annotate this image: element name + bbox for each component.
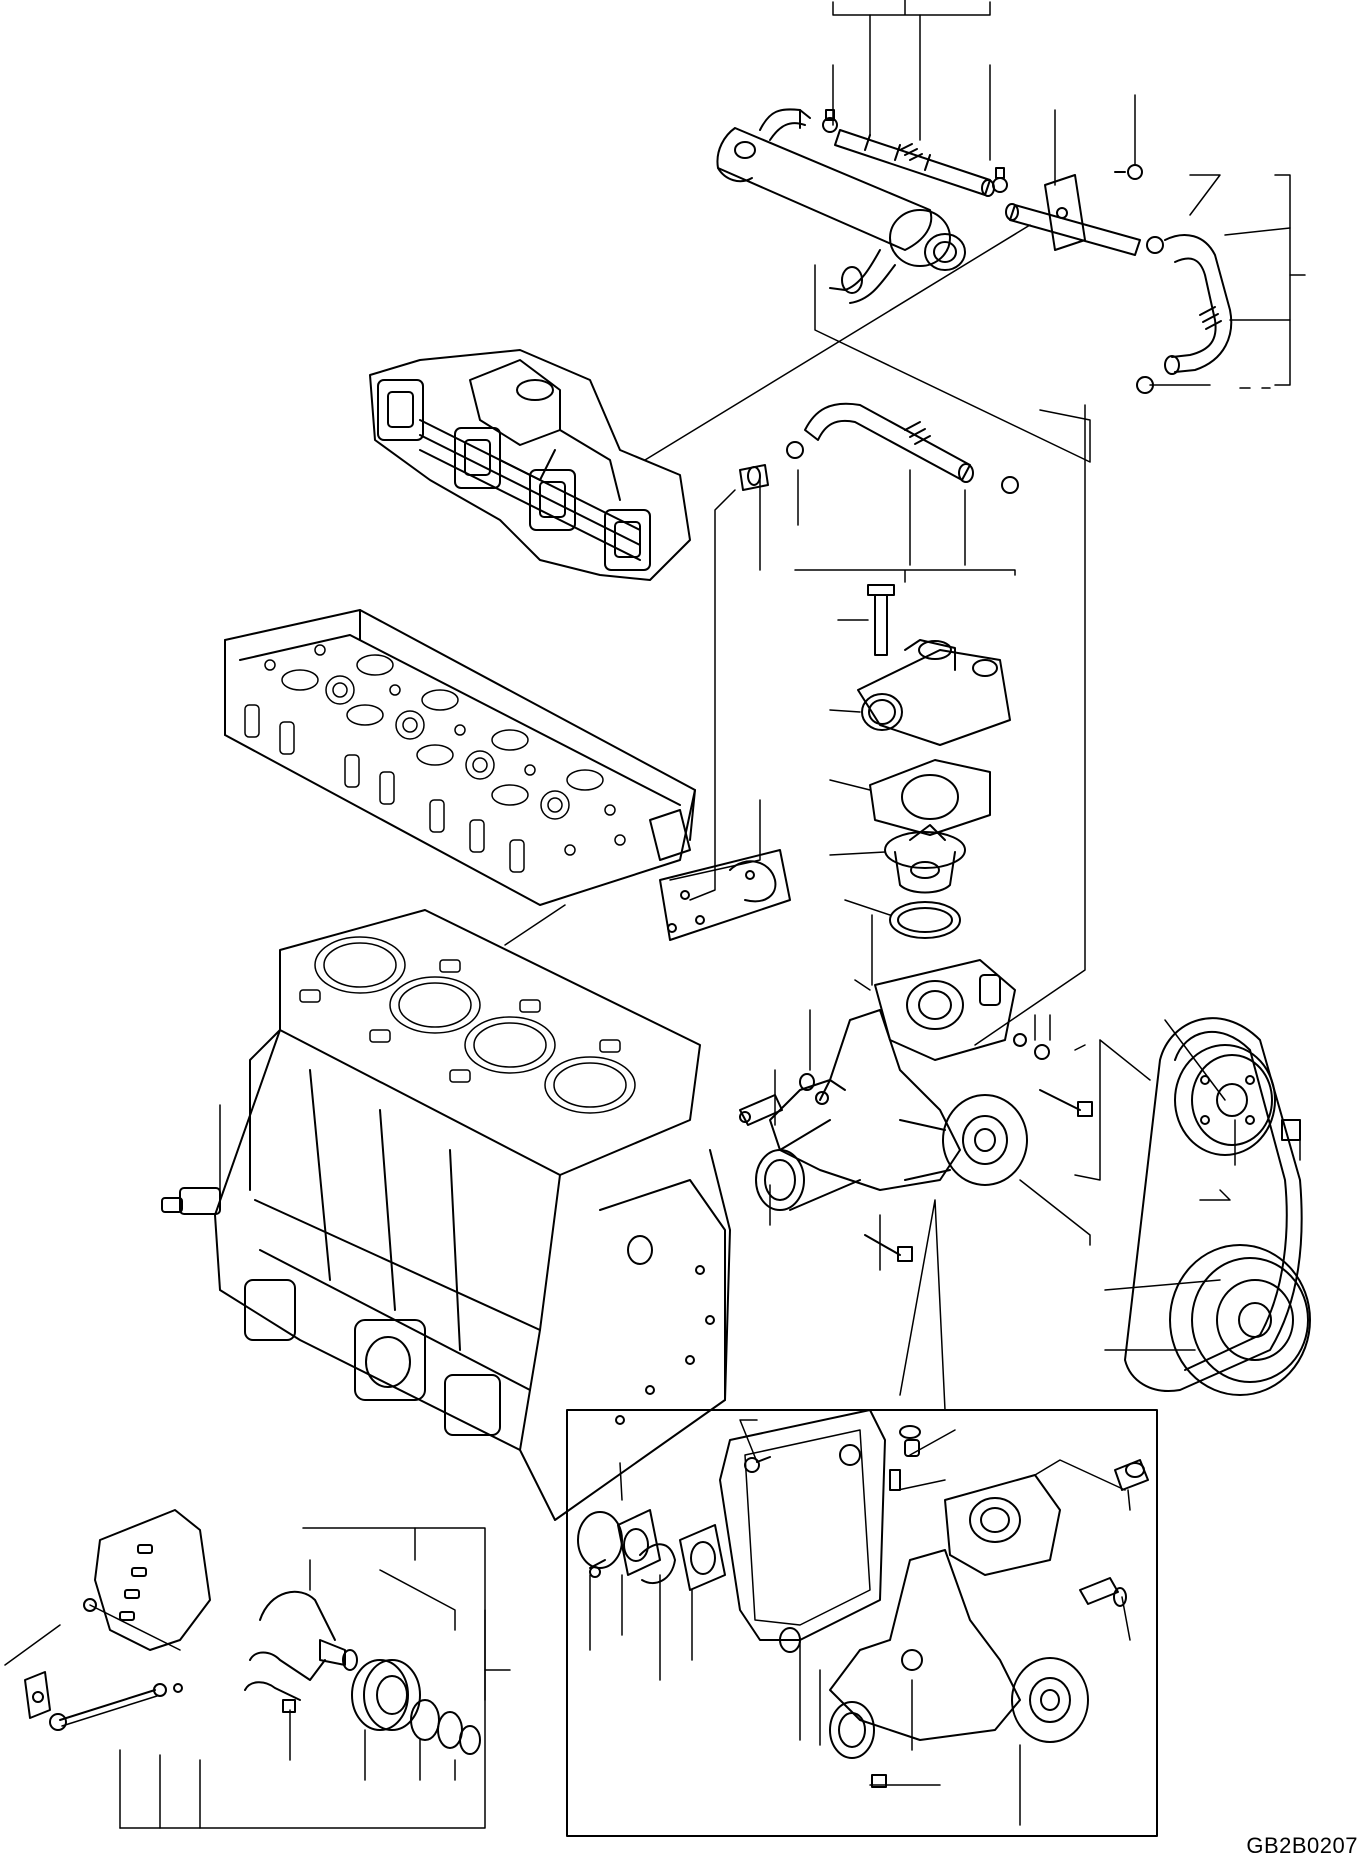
cylinder-head [224,609,696,906]
egr-pipe-hose [834,129,995,197]
temperature-sensor [739,1073,815,1126]
head-gasket [659,849,791,941]
intake-manifold [369,349,691,581]
thermostat [884,824,966,894]
thermostat-cover [857,584,1011,746]
water-pump [755,959,1028,1211]
egr-pipe-hose-right [1164,234,1233,375]
hose-clamp [822,109,1164,394]
crankshaft-pulley [1169,1244,1311,1396]
idler-assembly [24,1509,481,1755]
v-belt [1124,1017,1303,1392]
diagram-code: GB2B0207 [1246,1833,1358,1858]
cylinder-block [161,909,731,1521]
water-pump-inset [566,1409,1158,1837]
bypass-hose [739,402,1019,494]
bracket [1005,164,1143,256]
bolt [864,1033,1093,1262]
o-ring [889,901,961,939]
egr-cooler [716,108,966,304]
leader-lines [4,0,1306,1829]
thermostat-gasket [869,759,991,836]
fan-pulley [1174,1044,1301,1156]
